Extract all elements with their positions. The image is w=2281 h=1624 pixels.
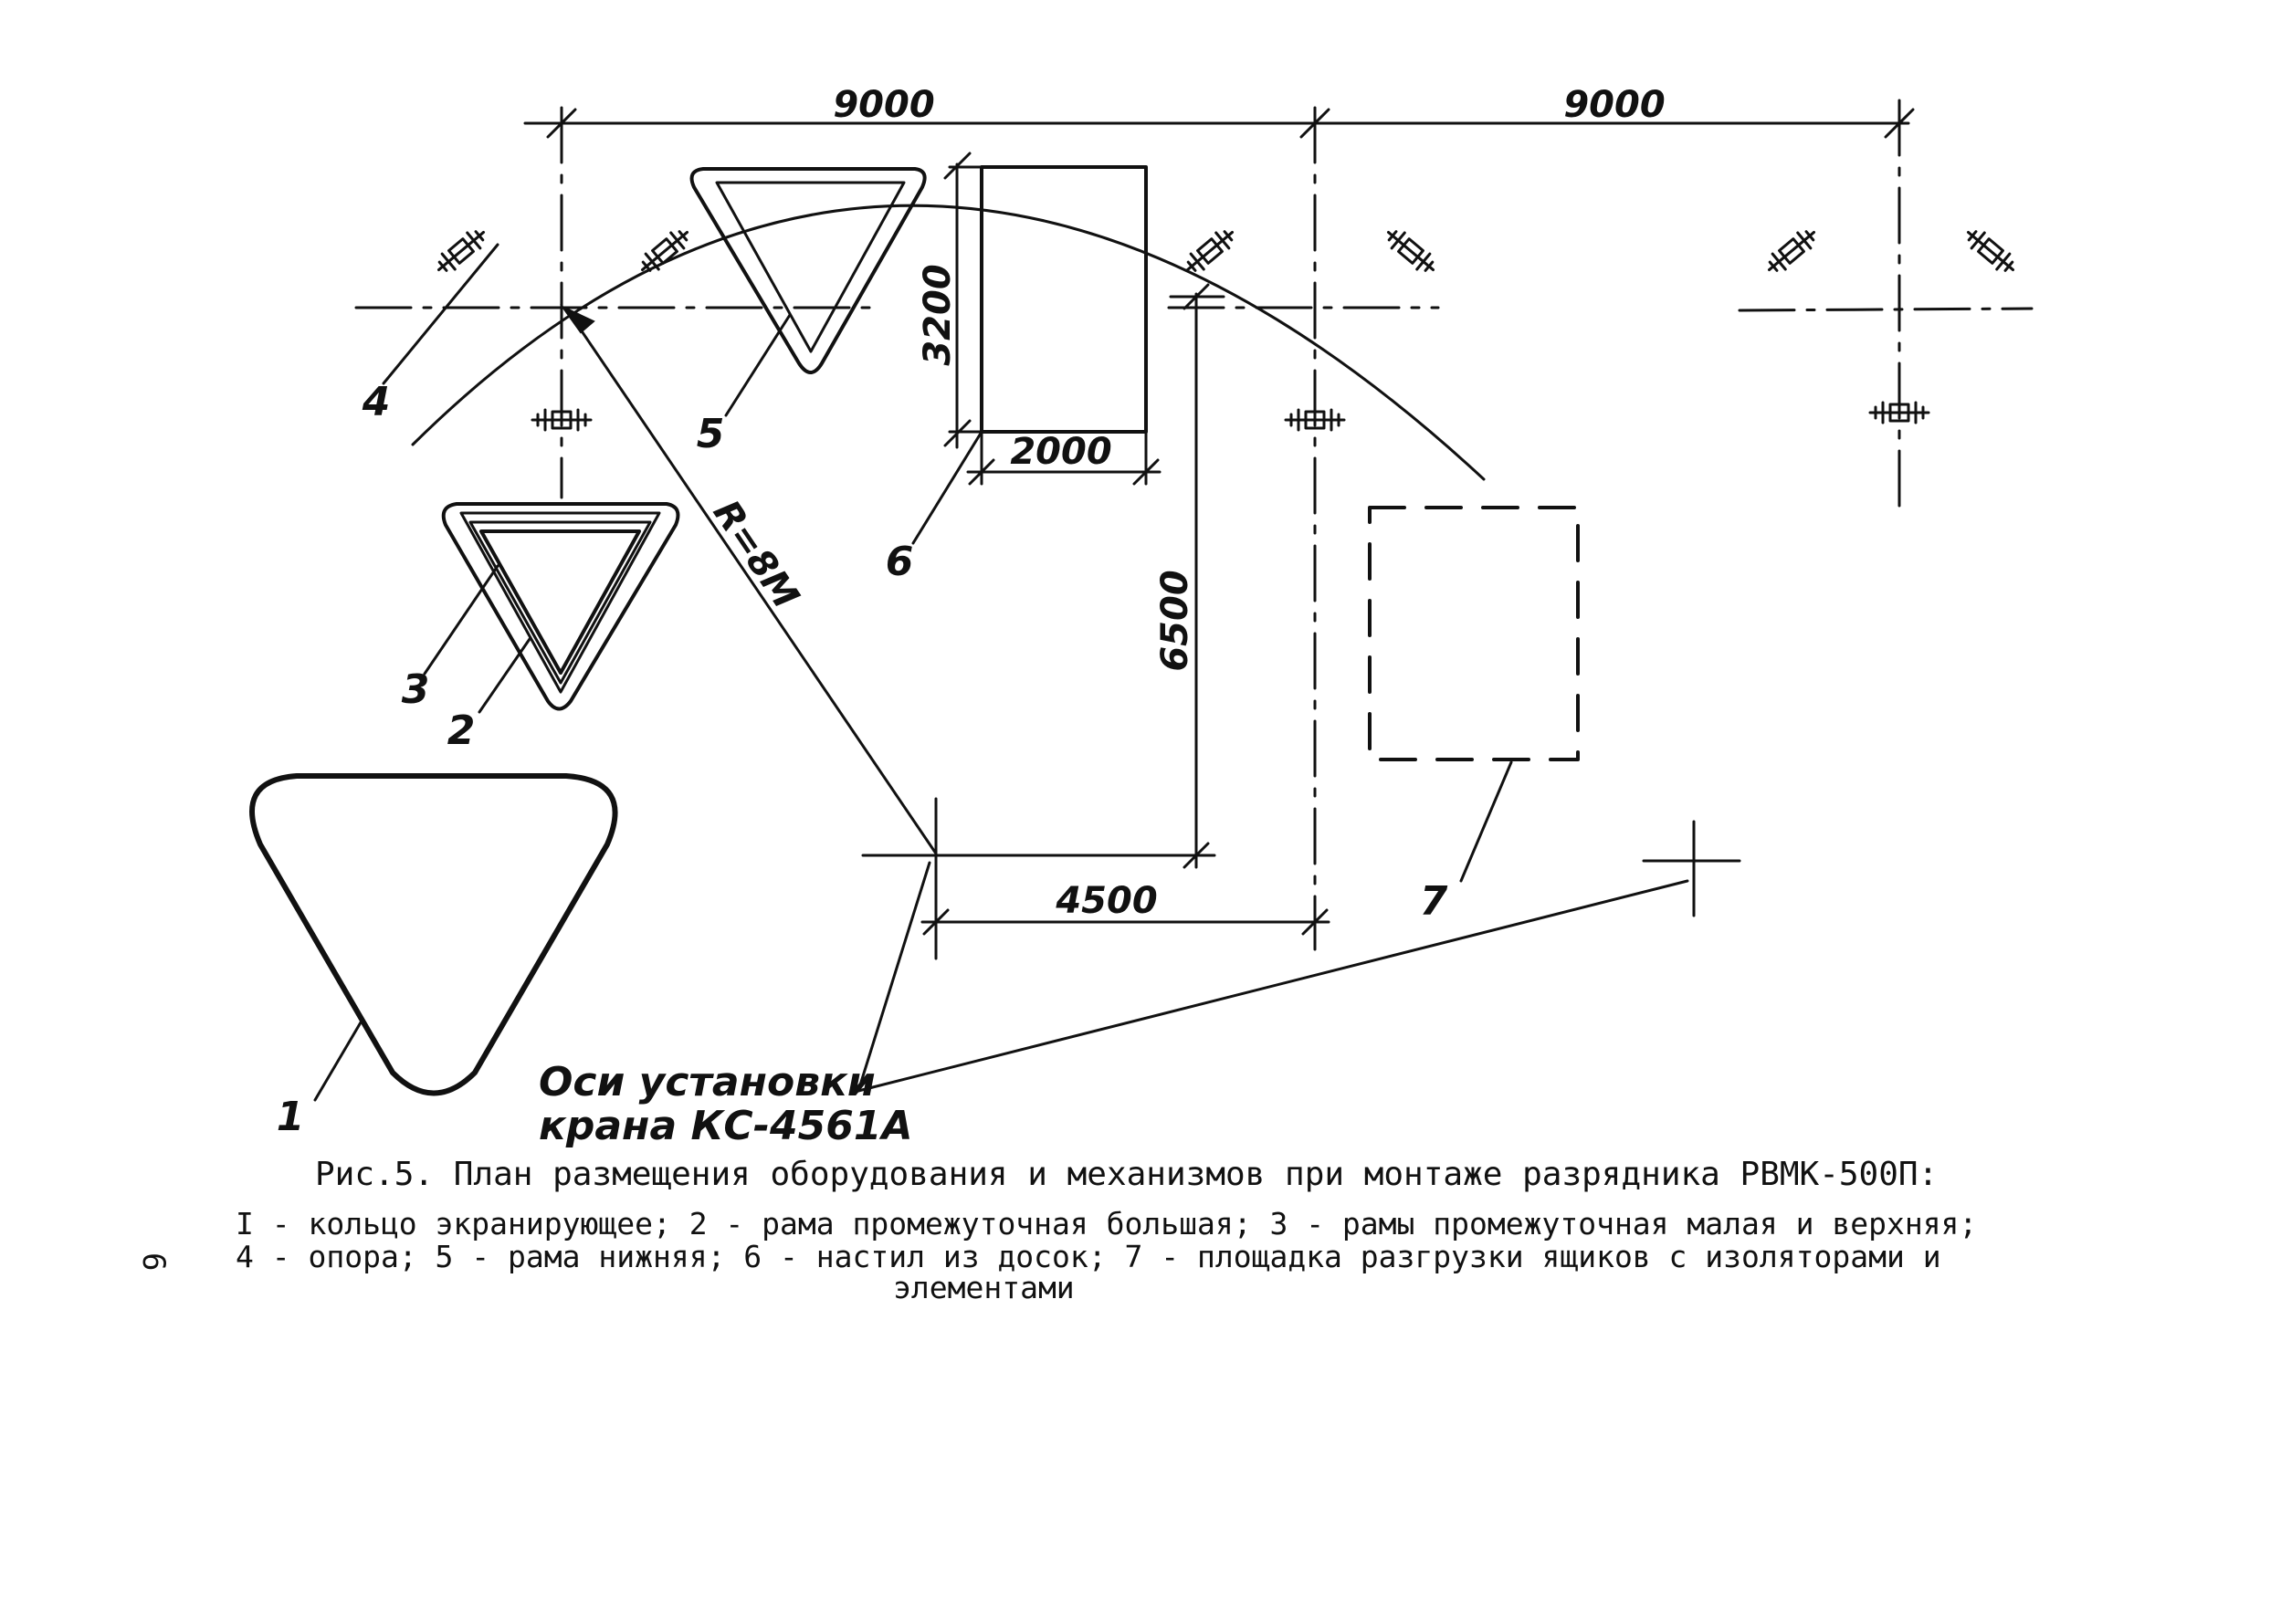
- support-insulator: [1284, 408, 1346, 432]
- dimension-label-deck-width: 2000: [1010, 431, 1111, 473]
- support-insulator: [1960, 223, 2022, 279]
- axis-line-row: [1738, 307, 2034, 312]
- callout-6: 6: [886, 539, 914, 585]
- callout-2: 2: [447, 707, 476, 754]
- crane-note-line1: Оси установки: [539, 1059, 876, 1105]
- crane-note-leader: [857, 879, 1689, 1093]
- support-insulator: [1179, 223, 1241, 279]
- radius-arrowhead: [559, 304, 595, 334]
- callout-1: 1: [277, 1094, 305, 1140]
- screening-ring: [249, 773, 618, 1096]
- caption-title: Рис.5. План размещения оборудования и ме…: [315, 1156, 1938, 1193]
- unloading-area: [1368, 506, 1580, 761]
- radius-line: [569, 313, 938, 855]
- support-insulator: [531, 408, 593, 432]
- caption-line2: 4 - опора; 5 - рама нижняя; 6 - настил и…: [236, 1239, 1941, 1274]
- dimension-label-top-right: 9000: [1563, 84, 1665, 126]
- page-number: 6: [135, 1252, 172, 1272]
- dimension-label-vertical: 6500: [1154, 570, 1196, 671]
- dimension-label-top-left: 9000: [833, 84, 934, 126]
- callout-3: 3: [402, 666, 430, 713]
- bottom-frame: [689, 167, 927, 374]
- crane-note-leader: [857, 861, 931, 1093]
- callout-5: 5: [697, 411, 725, 457]
- crane-note-line2: крана КС-4561А: [539, 1103, 913, 1149]
- radius-label: R=8M: [705, 493, 807, 616]
- support-insulator: [1380, 223, 1442, 279]
- dimension-label-deck-height: 3200: [917, 264, 959, 365]
- caption-line3: элементами: [893, 1270, 1075, 1305]
- support-insulator: [1761, 223, 1823, 279]
- intermediate-frames: [441, 502, 680, 711]
- support-insulator: [1868, 401, 1930, 424]
- support-insulator: [430, 223, 492, 279]
- dimension-label-bottom: 4500: [1055, 880, 1157, 922]
- callout-7: 7: [1420, 878, 1448, 925]
- caption-line1: I - кольцо экранирующее; 2 - рама промеж…: [236, 1206, 1977, 1242]
- support-insulator: [634, 223, 696, 279]
- plank-deck: [980, 165, 1148, 434]
- crane-reach-arc: [411, 204, 1486, 481]
- callout-4: 4: [362, 379, 391, 425]
